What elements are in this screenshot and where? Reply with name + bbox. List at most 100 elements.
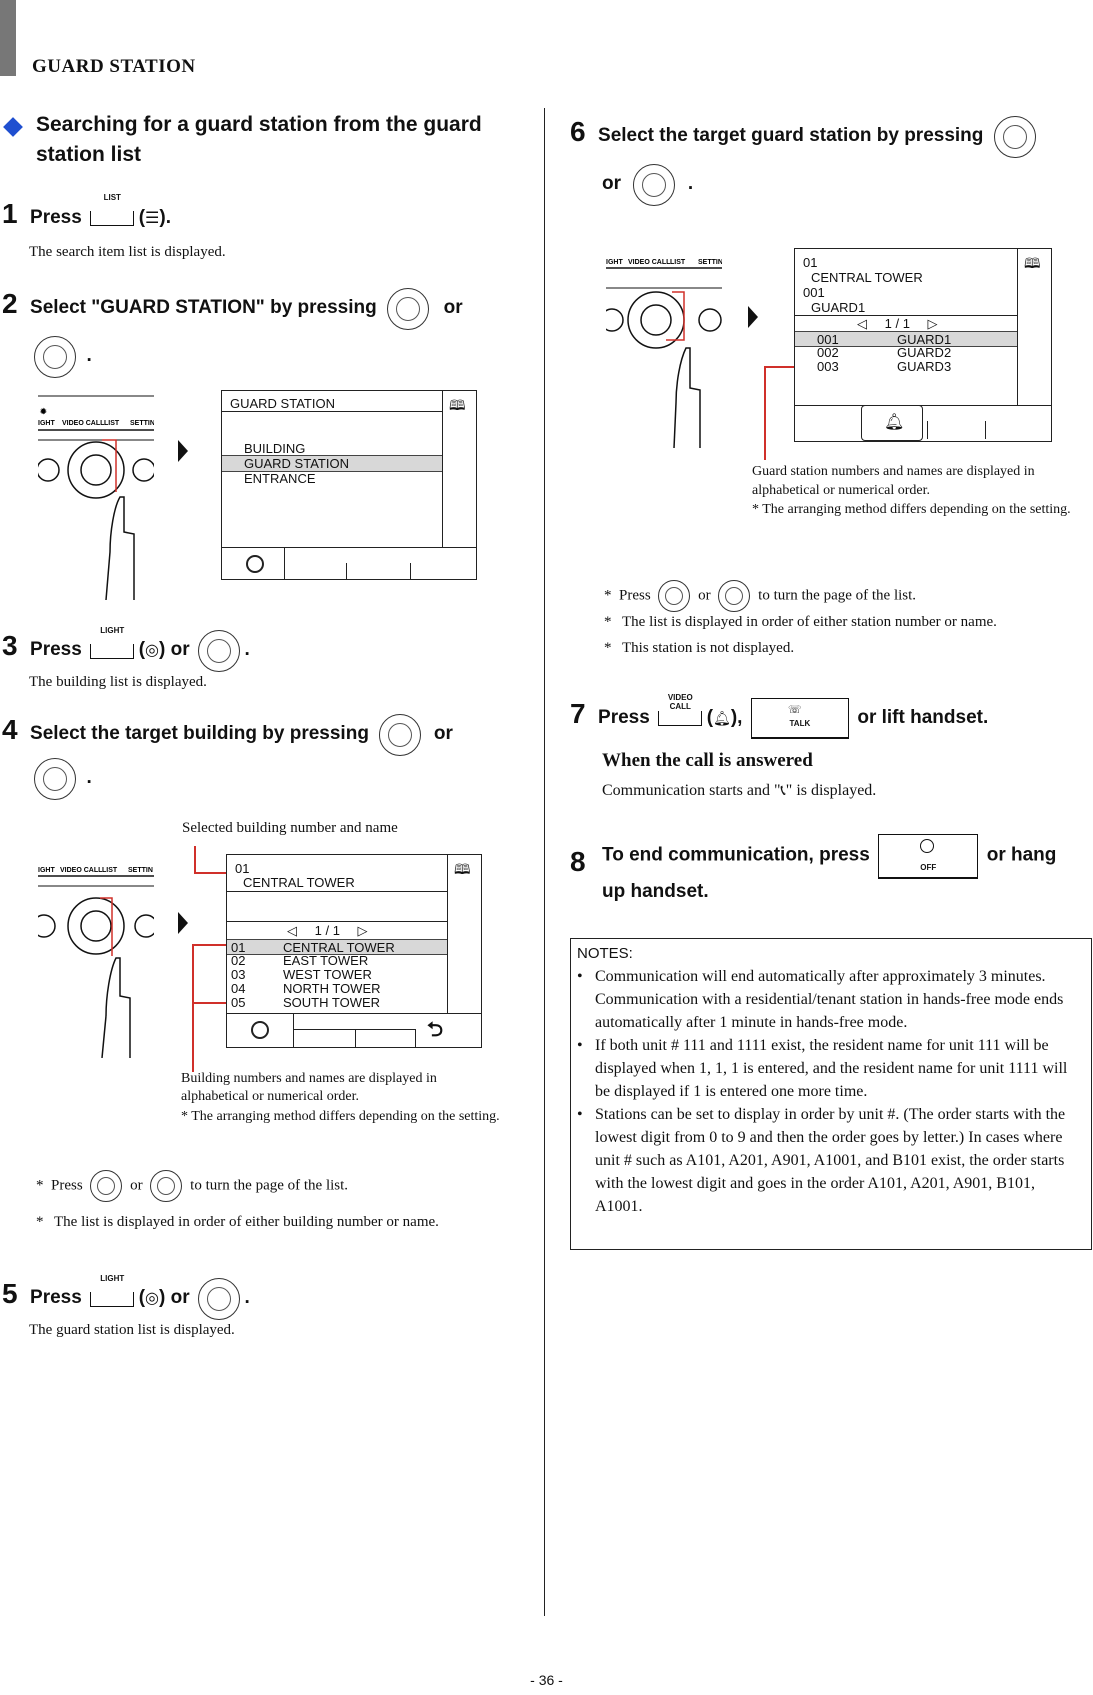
dial-down-icon <box>34 758 76 800</box>
row-number: 05 <box>231 995 246 1010</box>
screen-rule <box>227 891 447 892</box>
step-text: or hang up handset. <box>602 844 1057 902</box>
step-text: or lift handset. <box>857 707 989 728</box>
bell-icon: 🔔︎ <box>713 710 731 726</box>
note-item: •Stations can be set to display in order… <box>577 1103 1083 1218</box>
softkey-divider <box>985 421 986 439</box>
page-prev-icon: ◁ <box>287 923 297 938</box>
note-text: to turn the page of the list. <box>758 587 917 604</box>
dial-center-icon <box>198 630 241 672</box>
pager: ◁ 1 / 1 ▷ <box>857 316 977 331</box>
column-divider <box>544 108 545 1616</box>
arrow-right-icon <box>178 912 188 934</box>
press-icon: ◎ <box>145 642 160 660</box>
note-text: This station is not displayed. <box>622 640 795 656</box>
step-6-cont: or . <box>602 164 693 206</box>
screen-rule <box>222 411 442 412</box>
note-turn-page: * Press or to turn the page of the list. <box>604 580 1084 612</box>
svg-text:VIDEO CALL: VIDEO CALL <box>628 259 671 266</box>
building-name: CENTRAL TOWER <box>811 270 923 285</box>
notes-title: NOTES: <box>577 945 633 962</box>
step-7: 7 Press VIDEO CALL (🔔︎), ☏ TALK or lift … <box>570 693 1080 740</box>
step-8: 8 <box>570 846 586 878</box>
button-label: OFF <box>920 863 937 872</box>
screen-bottom-rule <box>795 405 1051 406</box>
list-row[interactable]: 05 SOUTH TOWER <box>227 995 447 1010</box>
screen-softkey-1 <box>222 547 285 579</box>
book-icon: 🕮 <box>454 861 471 877</box>
svg-text:LIST: LIST <box>670 259 686 266</box>
monitor-panel-illustration: IGHT VIDEO CALL LIST SETTIN <box>600 248 723 449</box>
svg-text:SETTIN: SETTIN <box>130 420 154 427</box>
dial-down-icon <box>34 336 76 378</box>
note-turn-page: * Press or to turn the page of the list. <box>36 1170 506 1202</box>
note-text: Press <box>619 587 651 604</box>
step-number: 1 <box>2 198 18 229</box>
light-button-icon: LIGHT <box>90 1274 135 1307</box>
step-text: ( <box>138 1287 146 1309</box>
dial-down-icon <box>633 164 676 206</box>
dial-right-icon <box>718 580 751 612</box>
menu-item: ENTRANCE <box>244 471 316 486</box>
notes-list: •Communication will end automatically af… <box>577 965 1083 1218</box>
page-next-icon: ▷ <box>357 923 368 938</box>
bullet-icon: • <box>577 1037 583 1054</box>
section-title: Searching for a guard station from the g… <box>36 113 482 166</box>
row-name: GUARD2 <box>897 345 952 360</box>
caption-selected-building: Selected building number and name <box>182 820 398 836</box>
desc-text: " is displayed. <box>785 782 877 799</box>
step-text: ( <box>706 707 714 728</box>
step-number: 8 <box>570 846 586 877</box>
row-number: 003 <box>817 359 839 374</box>
step-text: Select the target building by pressing <box>30 723 369 745</box>
off-button-icon: OFF <box>878 834 979 879</box>
svg-text:IGHT: IGHT <box>606 259 623 266</box>
step-text: To end communication, press <box>602 844 870 866</box>
talking-icon: 📞︎ <box>780 783 786 799</box>
dial-up-icon <box>379 714 422 756</box>
svg-text:✹: ✹ <box>39 407 47 416</box>
row-name: WEST TOWER <box>283 967 372 982</box>
page-number: - 36 - <box>530 1672 563 1688</box>
step-text: or <box>602 173 621 195</box>
screen-softkey-1 <box>227 1013 294 1047</box>
bullet-icon: • <box>577 1106 583 1123</box>
step-number: 4 <box>2 714 18 746</box>
press-icon: ◎ <box>145 1290 160 1308</box>
page-next-icon: ▷ <box>927 316 938 331</box>
dial-center-icon <box>198 1278 241 1320</box>
svg-text:LIST: LIST <box>104 420 120 427</box>
callout-line <box>192 944 226 946</box>
step-2-cont: . <box>34 336 92 378</box>
softkey-divider <box>346 563 347 579</box>
off-circle-icon <box>920 839 935 853</box>
screen-rule <box>795 315 1017 316</box>
row-name: SOUTH TOWER <box>283 995 381 1010</box>
button-label: LIGHT <box>100 1273 125 1283</box>
row-number: 04 <box>231 981 246 996</box>
screen-bottom-rule <box>227 1013 481 1014</box>
note-text: or <box>130 1177 143 1194</box>
note-not-displayed: *This station is not displayed. <box>604 640 795 656</box>
step-text: Press <box>30 639 82 661</box>
step-text: ). <box>159 207 171 228</box>
arrow-right-icon <box>178 440 188 462</box>
guard-number: 001 <box>803 285 825 300</box>
selected-building-name: CENTRAL TOWER <box>243 875 355 890</box>
screen-rule <box>227 921 447 922</box>
row-name: EAST TOWER <box>283 953 369 968</box>
note-text: Press <box>51 1177 83 1194</box>
step-text: Press <box>30 1287 82 1309</box>
talk-button-icon: ☏ TALK <box>750 698 849 740</box>
callout-line <box>192 1002 226 1004</box>
note-order: *The list is displayed in order of eithe… <box>604 614 997 630</box>
screen-softkey-3 <box>355 1029 416 1048</box>
handset-icon: ☏ <box>787 704 802 717</box>
